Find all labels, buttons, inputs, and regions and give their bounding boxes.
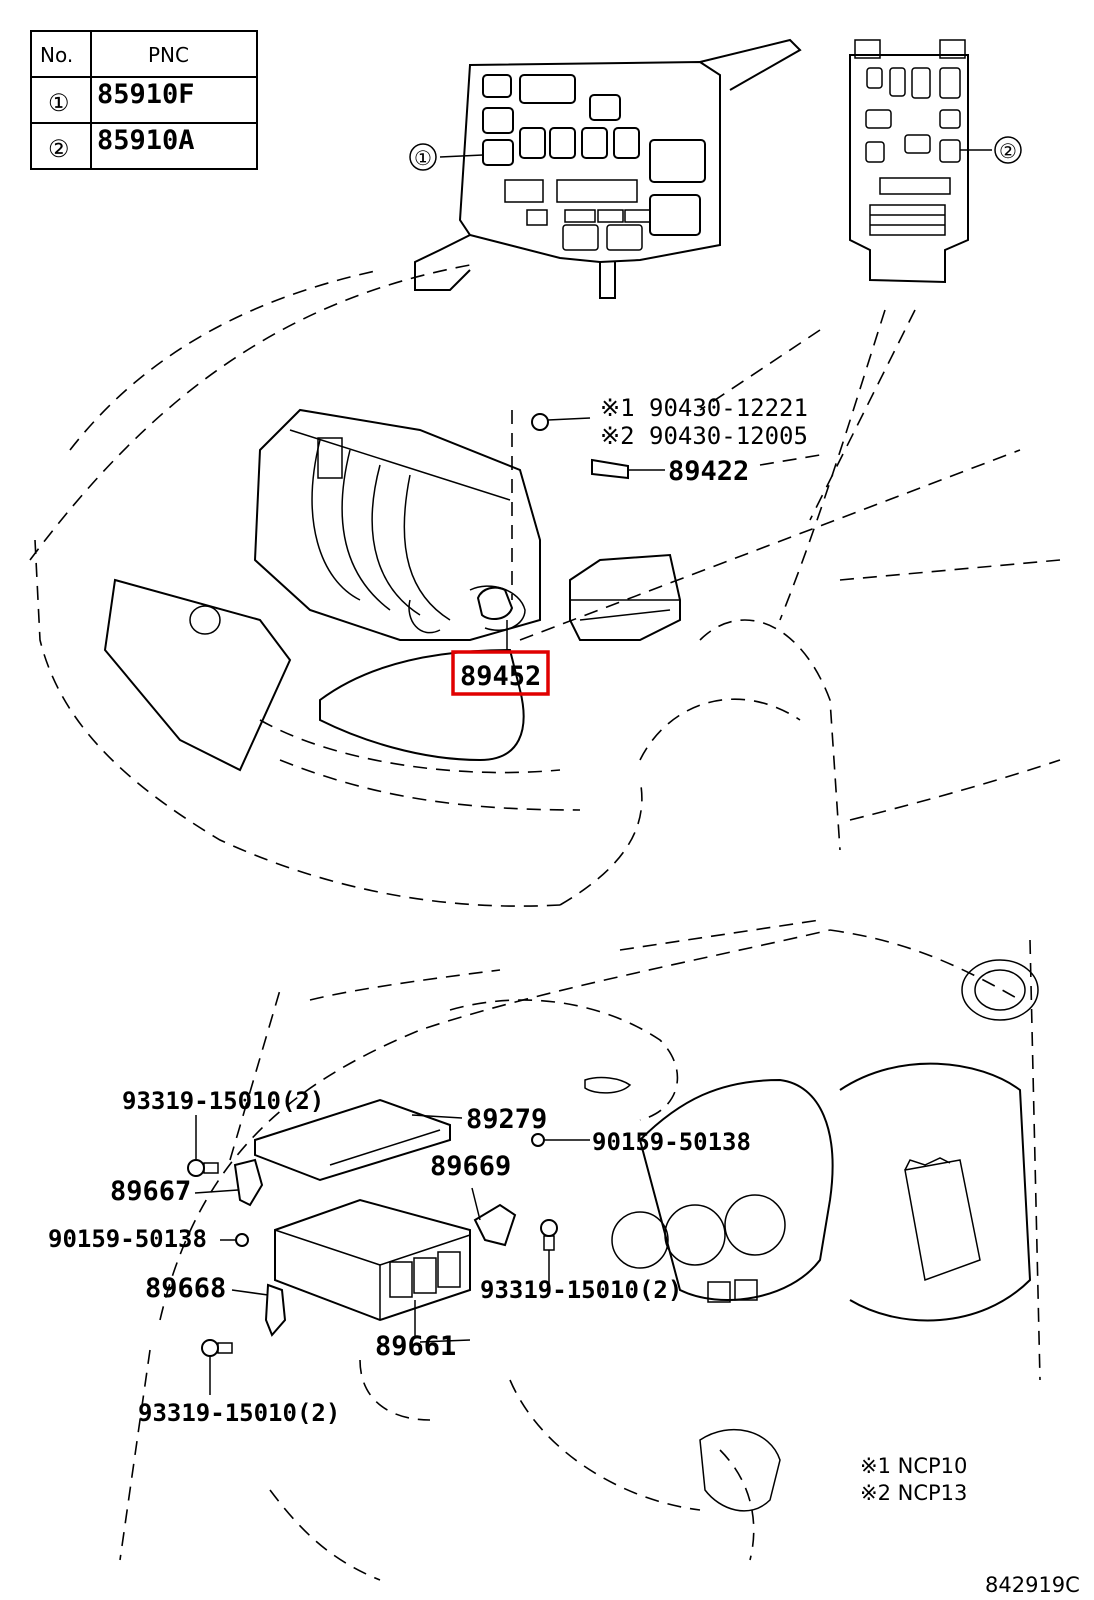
label-93319-15010-bottom[interactable]: 93319-15010(2) — [138, 1399, 340, 1427]
pnc-table: No. PNC ① 85910F ② 85910A — [30, 30, 258, 170]
label-89661[interactable]: 89661 — [375, 1331, 456, 1362]
label-93319-15010-top[interactable]: 93319-15010(2) — [122, 1087, 324, 1115]
bolt-93319-bottom-drawing — [201, 1339, 233, 1395]
figure-id: 842919C — [985, 1573, 1080, 1597]
cover-89279-drawing — [254, 1098, 463, 1182]
table-header-no: No. — [40, 43, 73, 67]
clip-90159-right-drawing — [531, 1133, 590, 1147]
bolt-93319-mid-drawing — [540, 1219, 558, 1285]
table-row-1-pnc[interactable]: 85910F — [97, 79, 195, 110]
bracket-89667-drawing — [194, 1158, 264, 1207]
relay-block-2-drawing — [849, 39, 992, 284]
table-row-2-no: ② — [48, 135, 70, 163]
label-89667[interactable]: 89667 — [110, 1176, 191, 1207]
bolt-90430-drawing — [511, 410, 591, 600]
table-row-1-no: ① — [48, 89, 70, 117]
clip-90159-left-drawing — [220, 1233, 249, 1247]
highlight-box — [451, 650, 550, 696]
engine-drawing — [253, 408, 541, 641]
ecu-89661-drawing — [274, 1198, 471, 1338]
label-90159-50138-left[interactable]: 90159-50138 — [48, 1225, 207, 1253]
label-89422[interactable]: 89422 — [668, 456, 749, 487]
relay-block-1-drawing — [414, 38, 802, 299]
callout-1: ① — [409, 143, 437, 171]
sensor-89452-drawing — [476, 586, 514, 652]
label-93319-15010-mid[interactable]: 93319-15010(2) — [480, 1276, 682, 1304]
note-ncp13: ※2 NCP13 — [860, 1481, 967, 1505]
bolt-93319-top-drawing — [187, 1115, 219, 1177]
vehicle-front-drawing — [29, 264, 1061, 907]
callout-2-label: ② — [999, 139, 1017, 163]
table-header-pnc: PNC — [148, 43, 189, 67]
label-90430-12221[interactable]: ※1 90430-12221 — [600, 394, 808, 422]
callout-2: ② — [994, 136, 1022, 164]
label-89452[interactable]: 89452 — [460, 661, 541, 692]
fuse-box-drawing — [569, 553, 681, 641]
label-90430-12005[interactable]: ※2 90430-12005 — [600, 422, 808, 450]
label-90159-50138-right[interactable]: 90159-50138 — [592, 1128, 751, 1156]
dashboard-drawing — [119, 919, 1041, 1581]
callout-1-label: ① — [414, 146, 432, 170]
note-ncp10: ※1 NCP10 — [860, 1454, 967, 1478]
bracket-89668-drawing — [231, 1283, 287, 1337]
label-89279[interactable]: 89279 — [466, 1104, 547, 1135]
bracket-89669-drawing — [471, 1187, 517, 1247]
table-row-2-pnc[interactable]: 85910A — [97, 125, 195, 156]
sensor-89422-drawing — [591, 458, 665, 480]
label-89668[interactable]: 89668 — [145, 1273, 226, 1304]
label-89669[interactable]: 89669 — [430, 1151, 511, 1182]
